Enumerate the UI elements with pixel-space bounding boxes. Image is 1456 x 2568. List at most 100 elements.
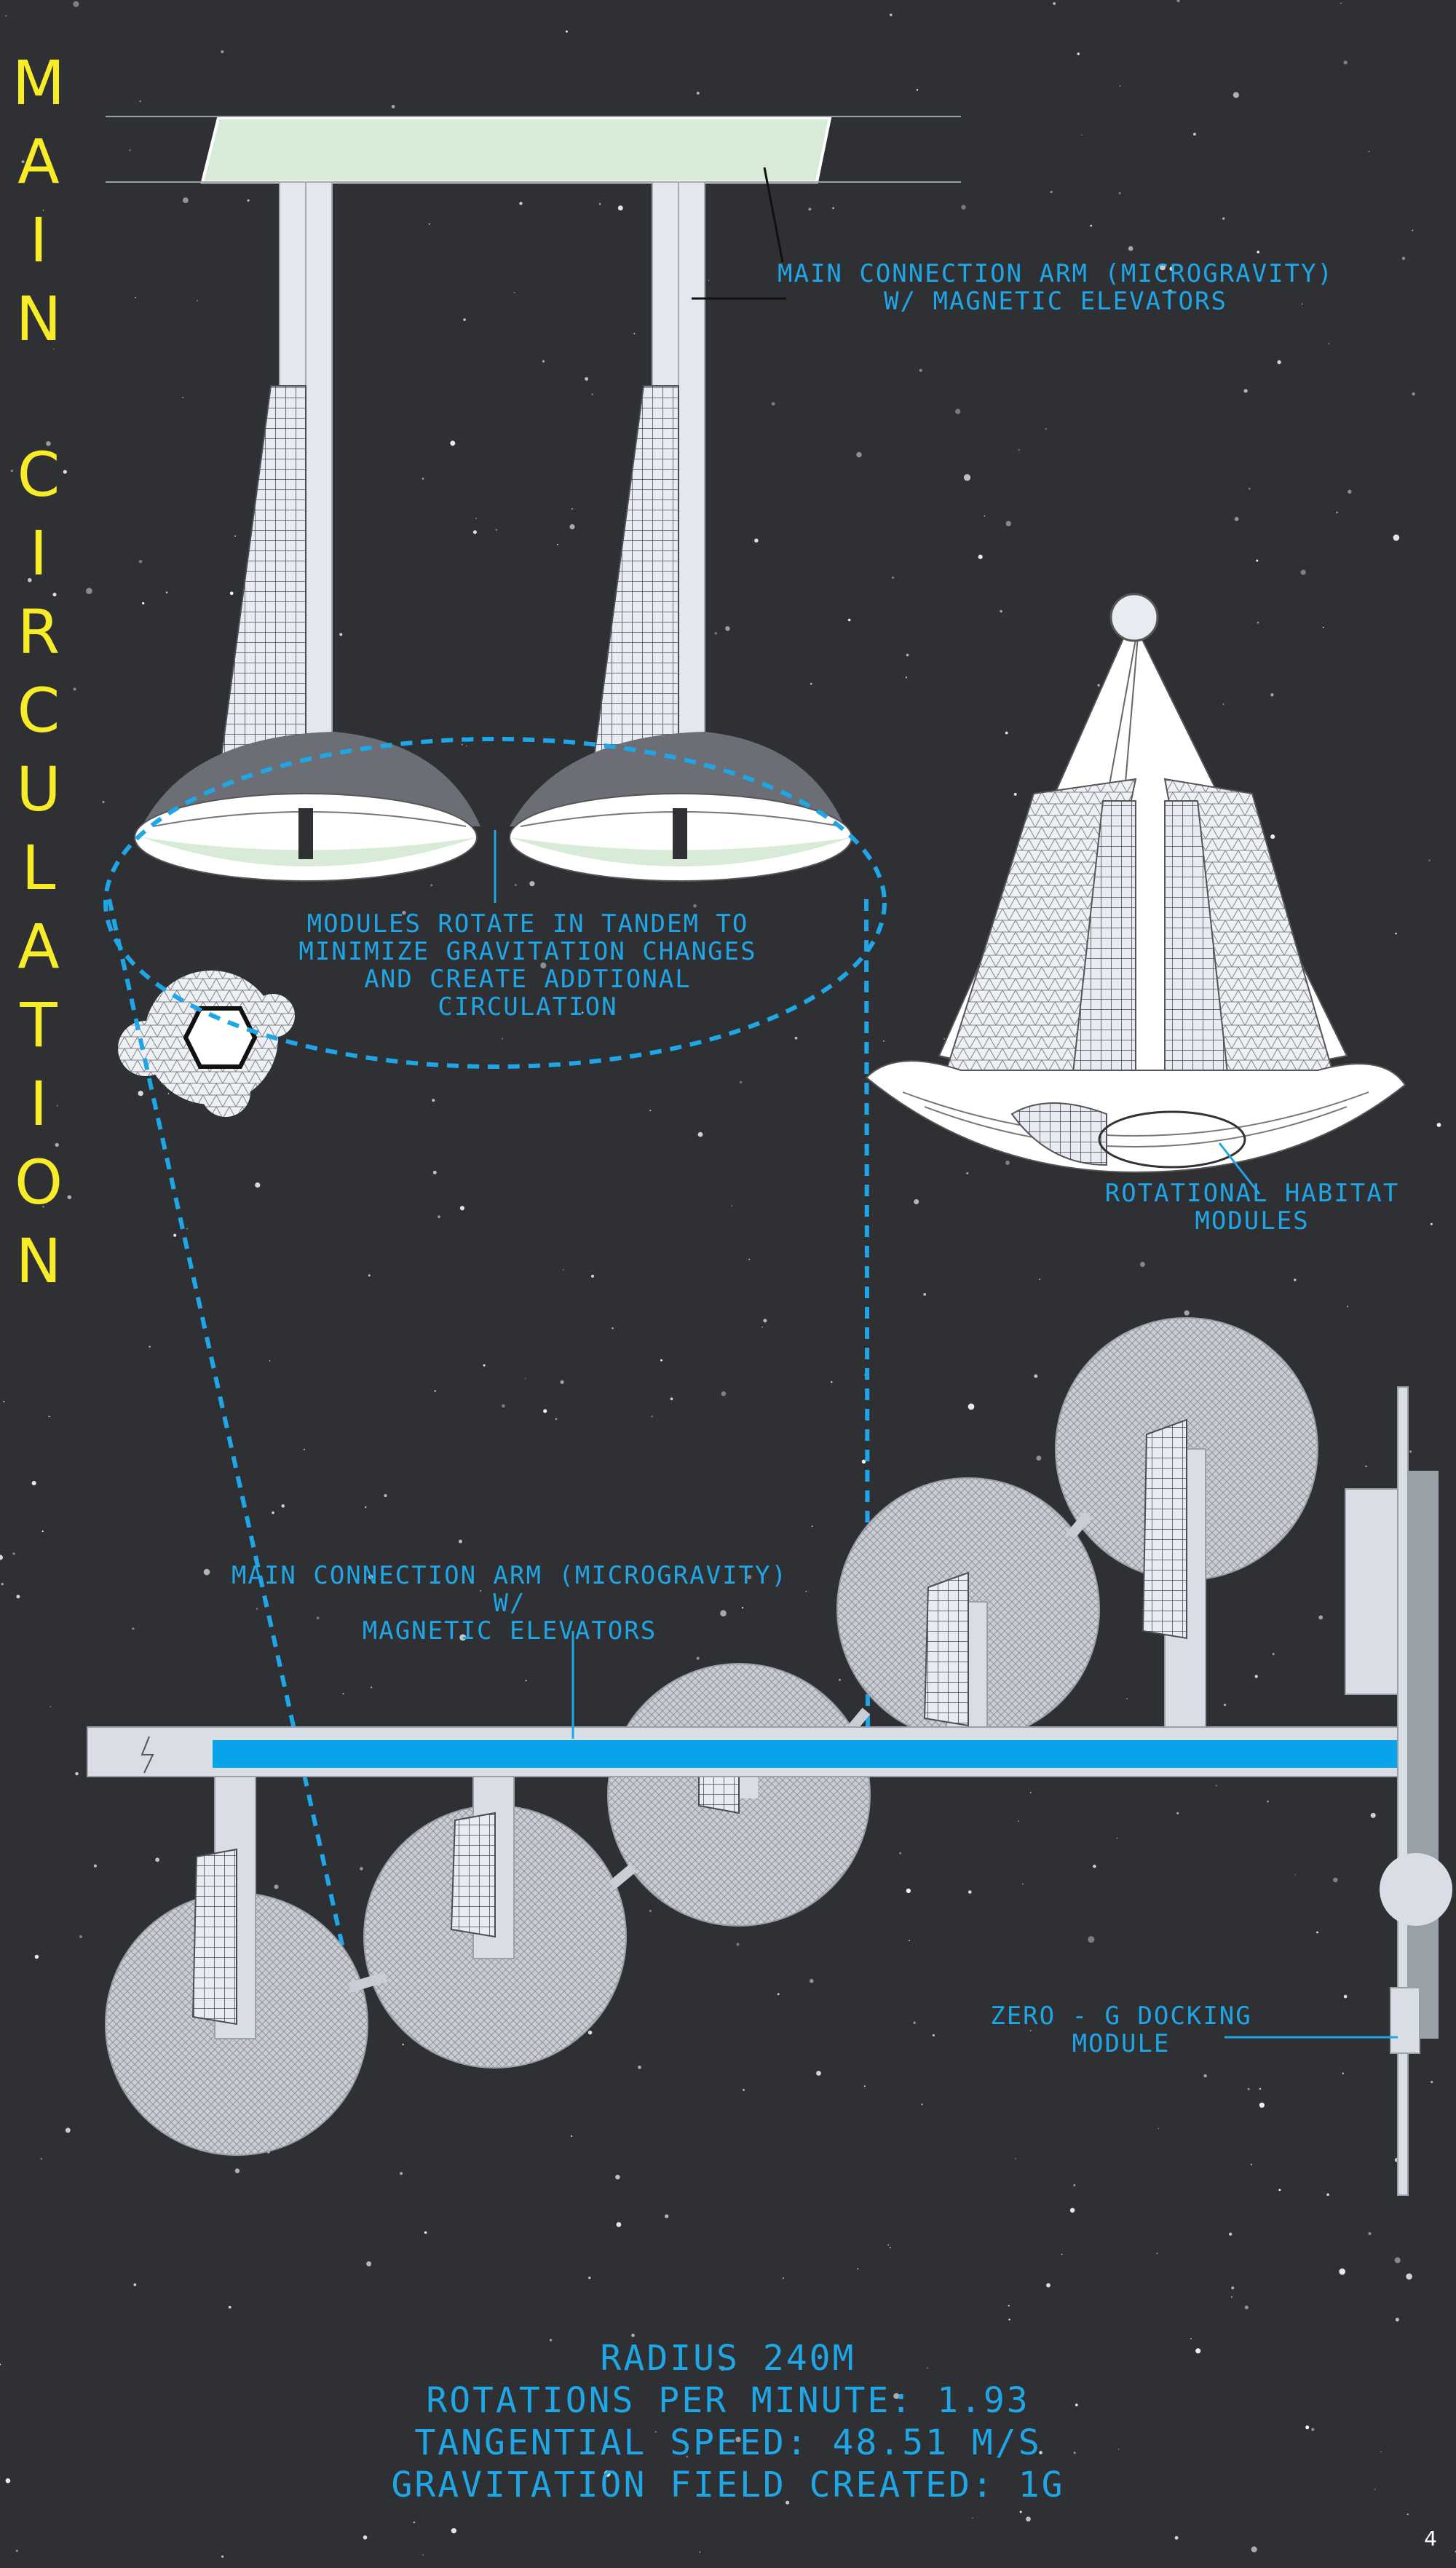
docking-module <box>1224 1386 1452 2196</box>
star <box>247 199 250 202</box>
star <box>502 1404 505 1408</box>
star <box>149 1346 151 1348</box>
star <box>422 478 424 480</box>
star <box>741 1607 744 1609</box>
star <box>856 451 862 458</box>
star <box>269 1360 271 1362</box>
star <box>1406 2513 1409 2516</box>
star <box>1393 534 1400 541</box>
star <box>1336 511 1338 513</box>
star <box>5 2478 11 2484</box>
star <box>186 1228 189 1230</box>
stat-radius: RADIUS 240M <box>600 2338 856 2379</box>
star <box>438 1215 440 1218</box>
star <box>102 801 105 804</box>
star <box>889 2246 891 2248</box>
star <box>617 205 623 211</box>
star <box>339 633 343 636</box>
star <box>472 530 477 534</box>
star <box>563 1269 564 1271</box>
star <box>21 160 25 164</box>
star <box>1039 1279 1041 1280</box>
star <box>1243 389 1248 393</box>
star <box>569 524 575 530</box>
star <box>808 208 812 211</box>
star <box>1328 343 1329 344</box>
star <box>40 2158 42 2160</box>
star <box>413 2521 415 2524</box>
star <box>49 1705 51 1707</box>
star <box>368 1274 371 1277</box>
star <box>604 2470 611 2477</box>
star <box>927 2367 928 2369</box>
star <box>736 1943 740 1946</box>
star <box>1339 2268 1346 2275</box>
star <box>1029 1792 1032 1793</box>
star <box>234 2168 240 2173</box>
star <box>129 149 131 151</box>
star <box>693 904 697 908</box>
star <box>182 197 189 204</box>
star <box>1036 1455 1042 1461</box>
star <box>943 1038 946 1040</box>
star <box>1222 217 1225 220</box>
title-letter: A <box>17 911 60 982</box>
star <box>363 2535 368 2540</box>
star <box>1370 1812 1376 1818</box>
star <box>570 2135 573 2137</box>
star <box>1046 2283 1051 2288</box>
star <box>42 1205 44 1208</box>
star <box>73 1 79 7</box>
star <box>1229 2232 1233 2236</box>
star <box>1250 2163 1253 2165</box>
star <box>861 1459 866 1464</box>
star <box>1318 1615 1324 1620</box>
star <box>1368 2232 1372 2235</box>
star <box>1409 1450 1412 1453</box>
star <box>794 1036 798 1040</box>
star <box>1050 190 1053 194</box>
star <box>182 397 184 398</box>
star <box>1311 2427 1315 2431</box>
star <box>1192 133 1196 136</box>
star <box>1156 2252 1158 2255</box>
star <box>742 2088 745 2091</box>
star <box>402 2043 404 2046</box>
star <box>1088 1936 1095 1943</box>
star <box>46 440 51 446</box>
star <box>1222 703 1224 706</box>
star <box>883 1040 885 1042</box>
star <box>1233 92 1239 98</box>
star <box>1069 2208 1075 2213</box>
star <box>913 2021 916 2024</box>
star <box>735 2436 741 2443</box>
star <box>167 1093 170 1094</box>
star <box>133 2283 137 2286</box>
star <box>1018 449 1020 451</box>
star <box>540 962 547 969</box>
star <box>255 1182 261 1188</box>
star <box>502 1038 503 1040</box>
star <box>725 626 730 631</box>
star <box>272 1511 274 1514</box>
star <box>1061 2253 1063 2256</box>
title-letter: A <box>17 126 60 197</box>
star <box>906 1888 911 1894</box>
star <box>1340 2 1342 4</box>
title-letter: C <box>17 675 60 746</box>
title-letter: I <box>29 518 48 589</box>
star <box>391 105 395 108</box>
star <box>483 1364 486 1367</box>
star <box>459 1634 467 1641</box>
star <box>480 1589 482 1592</box>
star <box>432 1099 435 1102</box>
label-docking-module: ZERO - G DOCKING MODULE <box>990 2002 1252 2058</box>
star <box>893 2393 900 2400</box>
star <box>1343 1994 1348 1999</box>
star <box>529 881 535 887</box>
star <box>1203 2074 1207 2078</box>
star <box>44 1268 47 1271</box>
star <box>748 1258 751 1260</box>
